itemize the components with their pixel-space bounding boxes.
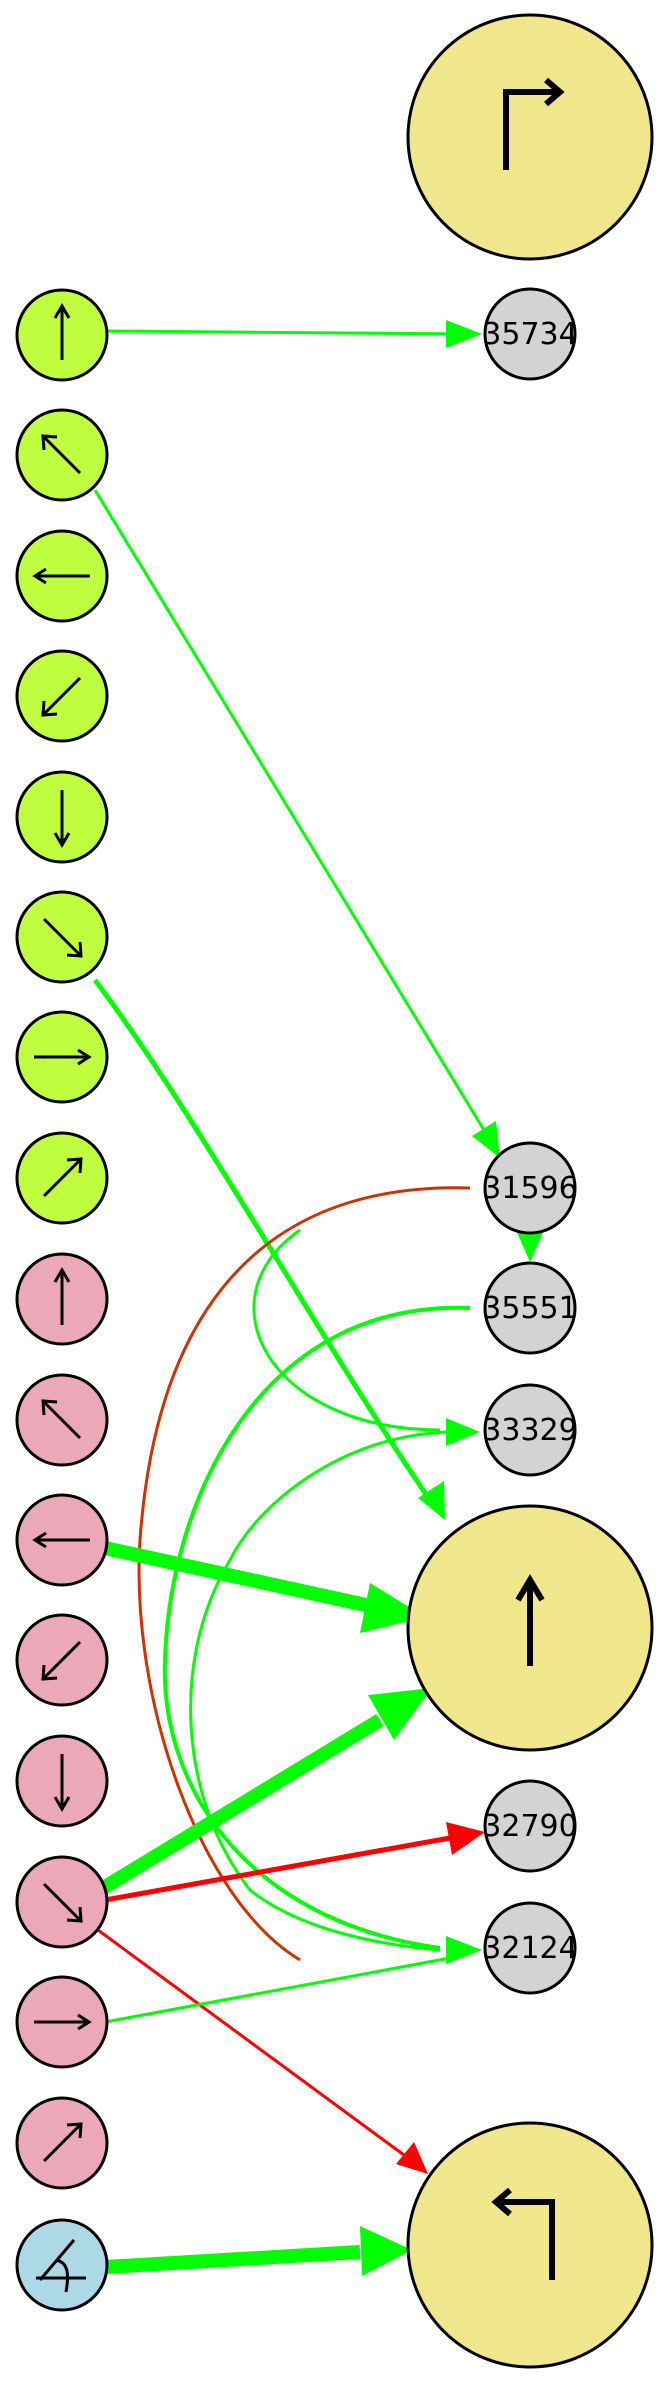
node-green-downleft[interactable] bbox=[15, 649, 109, 743]
arrowhead bbox=[418, 1481, 445, 1520]
arrowhead bbox=[446, 1822, 485, 1855]
node-green-up[interactable] bbox=[15, 288, 109, 382]
node-pink-left[interactable] bbox=[15, 1493, 109, 1587]
arrow-down-right-icon bbox=[42, 917, 83, 958]
node-label: 31596 bbox=[482, 1171, 577, 1206]
node-pink-down[interactable] bbox=[15, 1734, 109, 1828]
node-pink-up[interactable] bbox=[15, 1252, 109, 1346]
turn-right-icon bbox=[503, 77, 565, 170]
arrow-left-icon bbox=[32, 1531, 90, 1549]
node-label: 35551 bbox=[482, 1291, 577, 1326]
edge-p-downright-to-big-up bbox=[96, 1714, 384, 1896]
arrowhead bbox=[360, 2226, 412, 2276]
node-green-upright[interactable] bbox=[15, 1131, 109, 1225]
edge-p-left-to-big-up bbox=[103, 1541, 377, 1614]
arrowhead bbox=[515, 1228, 545, 1262]
edge-p-downright-to-32790 bbox=[104, 1835, 451, 1903]
node-green-upleft[interactable] bbox=[15, 408, 109, 502]
node-pink-upleft[interactable] bbox=[15, 1373, 109, 1467]
arrow-right-icon bbox=[34, 2013, 92, 2031]
node-pink-right[interactable] bbox=[15, 1975, 109, 2069]
node-green-left[interactable] bbox=[15, 529, 109, 623]
node-pink-upright[interactable] bbox=[15, 2096, 109, 2190]
node-31596[interactable]: 31596 bbox=[482, 1141, 578, 1235]
arrow-up-icon bbox=[53, 303, 71, 360]
edge-p-downright-to-bottom-left-turn bbox=[97, 1928, 409, 2160]
edge-g-up-to-35734 bbox=[104, 329, 471, 336]
arrowhead bbox=[472, 1121, 500, 1158]
edge-angle-to-bottom-left-turn bbox=[104, 2245, 361, 2274]
arrowhead bbox=[396, 2142, 428, 2174]
node-top-right-turn[interactable] bbox=[406, 13, 654, 261]
arrow-up-right-icon bbox=[42, 1157, 83, 1198]
arrow-down-right-icon bbox=[42, 1882, 83, 1923]
edge-35551-to-32124 bbox=[162, 1305, 471, 1950]
arrow-down-left-icon bbox=[41, 676, 82, 717]
node-green-right[interactable] bbox=[15, 1010, 109, 1104]
node-label: 33329 bbox=[482, 1413, 577, 1448]
edge-31596-loop-to-33329 bbox=[252, 1228, 441, 1432]
arrow-up-icon bbox=[515, 1574, 545, 1666]
arrow-up-right-icon bbox=[42, 2122, 83, 2163]
node-blue-angle[interactable] bbox=[15, 2218, 109, 2312]
nodes: 35734 31596 35551 33329 32790 32124 bbox=[15, 13, 654, 2369]
edge-33329-to-32124 bbox=[189, 1430, 461, 1952]
arrow-down-icon bbox=[53, 790, 71, 848]
arrow-right-icon bbox=[34, 1048, 92, 1066]
node-35734[interactable]: 35734 bbox=[482, 287, 578, 381]
edges bbox=[92, 320, 545, 2276]
edge-g-downright-to-big-up bbox=[92, 978, 433, 1502]
edge-31596-to-bottom-left-turn bbox=[137, 1186, 471, 1962]
node-pink-downleft[interactable] bbox=[15, 1613, 109, 1707]
node-big-up[interactable] bbox=[406, 1504, 654, 1752]
arrow-up-left-icon bbox=[41, 434, 82, 475]
node-bottom-left-turn[interactable] bbox=[406, 2121, 654, 2369]
node-32124[interactable]: 32124 bbox=[482, 1901, 578, 1995]
turn-left-icon bbox=[491, 2187, 555, 2280]
angle-icon bbox=[36, 2239, 86, 2293]
node-label: 35734 bbox=[482, 317, 577, 352]
edge-g-upleft-to-31596 bbox=[93, 489, 492, 1141]
node-green-downright[interactable] bbox=[15, 890, 109, 984]
arrow-left-icon bbox=[32, 567, 90, 585]
node-32790[interactable]: 32790 bbox=[482, 1779, 578, 1873]
arrow-down-icon bbox=[53, 1754, 71, 1812]
arrow-up-left-icon bbox=[41, 1399, 82, 1440]
arrow-down-left-icon bbox=[41, 1640, 82, 1681]
arrowhead bbox=[446, 1418, 480, 1446]
arrowhead bbox=[446, 1936, 482, 1964]
edge-p-right-to-32124 bbox=[104, 1956, 451, 2024]
arrowhead bbox=[446, 320, 482, 348]
node-33329[interactable]: 33329 bbox=[482, 1383, 578, 1477]
node-label: 32124 bbox=[482, 1931, 577, 1966]
node-35551[interactable]: 35551 bbox=[482, 1261, 578, 1355]
node-pink-downright[interactable] bbox=[15, 1855, 109, 1949]
arrowhead bbox=[368, 1688, 432, 1740]
node-label: 32790 bbox=[482, 1809, 577, 1844]
arrow-up-icon bbox=[53, 1267, 71, 1325]
node-green-down[interactable] bbox=[15, 770, 109, 864]
